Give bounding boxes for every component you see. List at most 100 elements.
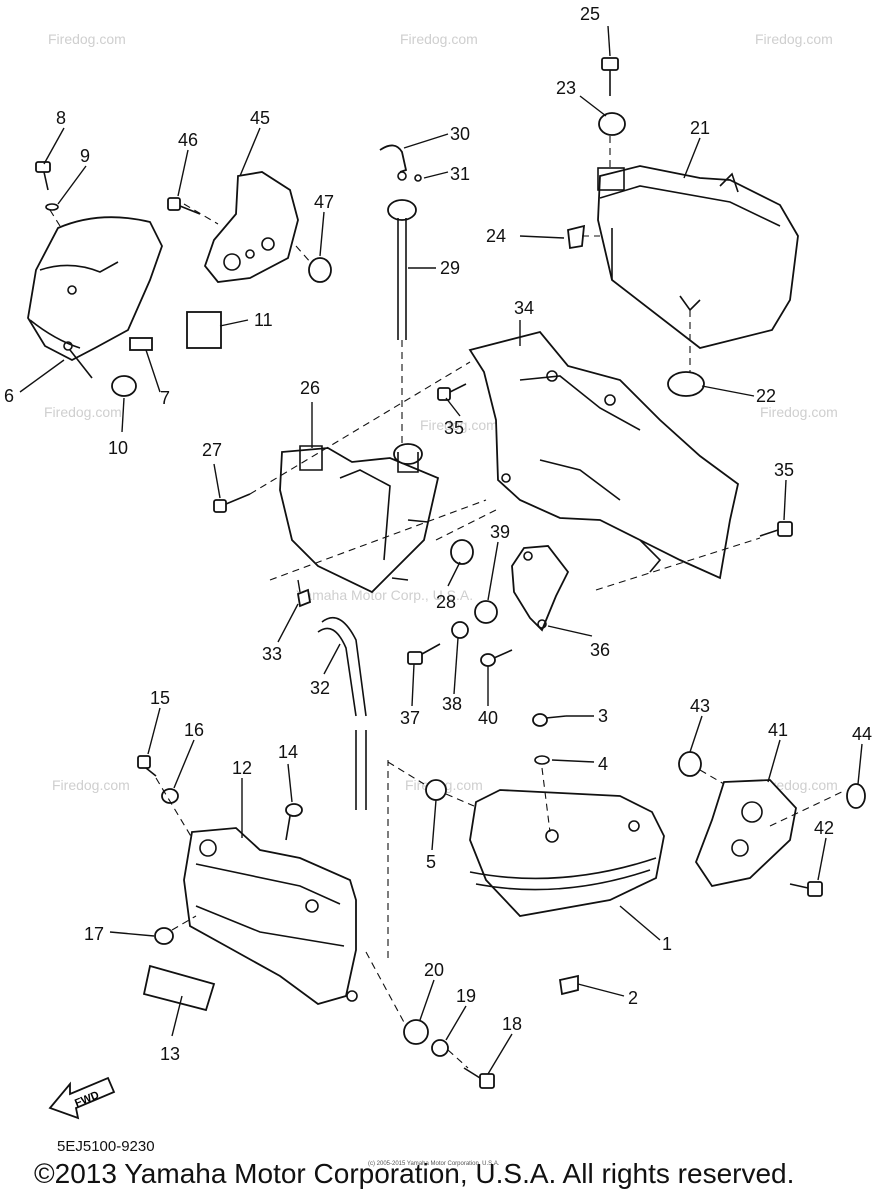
callout-number: 25 — [580, 4, 600, 24]
grommet-part-5 — [425, 779, 447, 801]
label-part-11 — [186, 311, 222, 349]
damper-part-28 — [450, 539, 474, 565]
callout-number: 21 — [690, 118, 710, 138]
callout-number: 23 — [556, 78, 576, 98]
assembly-lines — [49, 136, 847, 1069]
center-watermark: Yamaha Motor Corp., U.S.A. — [296, 587, 473, 603]
callout-number: 37 — [400, 708, 420, 728]
bracket-part-45 — [203, 171, 299, 283]
callout-number: 35 — [444, 418, 464, 438]
callout-number: 24 — [486, 226, 506, 246]
callout-numbers: 8 9 11 7 10 6 46 45 47 30 31 29 25 23 21… — [4, 4, 872, 1064]
hose-part-32 — [317, 617, 367, 810]
frame-bracket-part-34 — [468, 330, 740, 580]
callout-number: 17 — [84, 924, 104, 944]
callout-number: 19 — [456, 986, 476, 1006]
callout-number: 41 — [768, 720, 788, 740]
battery-box-part-21 — [597, 165, 799, 349]
nut-part-24 — [567, 224, 586, 250]
callout-number: 44 — [852, 724, 872, 744]
screw-part-3 — [532, 713, 567, 727]
callout-number: 5 — [426, 852, 436, 872]
label-part-13 — [142, 964, 216, 1012]
bolt-part-8 — [35, 161, 59, 211]
callout-number: 45 — [250, 108, 270, 128]
grommet-part-17 — [154, 927, 174, 945]
callout-number: 12 — [232, 758, 252, 778]
bolt-part-35-right — [759, 521, 793, 537]
bolt-part-42 — [789, 881, 823, 897]
copyright-footer: ©2013 Yamaha Motor Corporation, U.S.A. A… — [34, 1158, 795, 1189]
callout-number: 18 — [502, 1014, 522, 1034]
callout-number: 14 — [278, 742, 298, 762]
callout-number: 43 — [690, 696, 710, 716]
bolt-part-25 — [601, 57, 619, 96]
washer-part-4 — [534, 755, 550, 765]
plate-part-41 — [694, 779, 797, 888]
watermark-text: Firedog.com — [755, 31, 833, 47]
bolt-part-37 — [407, 643, 441, 665]
bolt-part-15 — [137, 755, 157, 777]
washer-part-44 — [846, 783, 866, 809]
callout-number: 9 — [80, 146, 90, 166]
collar-part-19 — [431, 1039, 449, 1057]
callout-number: 1 — [662, 934, 672, 954]
callout-number: 28 — [436, 592, 456, 612]
callout-number: 16 — [184, 720, 204, 740]
clip-part-33 — [296, 588, 312, 608]
bolt-part-18 — [463, 1067, 495, 1089]
bolt-part-27 — [213, 493, 251, 513]
callout-number: 20 — [424, 960, 444, 980]
damper-part-47 — [308, 257, 332, 283]
callout-number: 36 — [590, 640, 610, 660]
headlight-cover-part — [27, 216, 163, 379]
tiny-copyright-note: (c) 2005-2015 Yamaha Motor Corporation, … — [368, 1161, 500, 1167]
callout-number: 13 — [160, 1044, 180, 1064]
damper-part-20 — [403, 1019, 429, 1045]
bolt-part-35-upper — [437, 383, 467, 401]
callout-number: 33 — [262, 644, 282, 664]
label-part-2 — [558, 974, 579, 996]
callout-number: 42 — [814, 818, 834, 838]
callout-number: 26 — [300, 378, 320, 398]
forward-arrow-icon: FWD — [48, 1076, 116, 1120]
callout-number: 39 — [490, 522, 510, 542]
bracket-part-36 — [511, 545, 570, 632]
callout-number: 2 — [628, 988, 638, 1008]
callout-number: 38 — [442, 694, 462, 714]
callout-number: 7 — [160, 388, 170, 408]
watermark-text: Firedog.com — [400, 31, 478, 47]
callout-number: 31 — [450, 164, 470, 184]
callout-number: 34 — [514, 298, 534, 318]
callout-number: 27 — [202, 440, 222, 460]
label-part-7 — [129, 337, 153, 351]
damper-part-23 — [598, 112, 626, 136]
damper-part-43 — [678, 751, 702, 777]
diagram-code: 5EJ5100-9230 — [57, 1138, 155, 1155]
callout-number: 47 — [314, 192, 334, 212]
callout-number: 11 — [254, 310, 273, 330]
watermark-text: Firedog.com — [760, 404, 838, 420]
side-cover-part-12 — [183, 827, 358, 1005]
watermark-text: Firedog.com — [52, 777, 130, 793]
damper-part-39 — [474, 600, 498, 624]
callout-number: 29 — [440, 258, 460, 278]
breather-tube-parts — [379, 144, 422, 340]
callout-number: 8 — [56, 108, 66, 128]
callout-number: 3 — [598, 706, 608, 726]
callout-number: 40 — [478, 708, 498, 728]
watermark-text: Firedog.com — [420, 417, 498, 433]
callout-number: 46 — [178, 130, 198, 150]
grommet-part-22 — [667, 371, 705, 397]
leader-lines — [19, 25, 863, 1075]
watermark-text: Firedog.com — [44, 404, 122, 420]
grommet-part-16 — [161, 788, 179, 804]
callout-number: 32 — [310, 678, 330, 698]
callout-number: 10 — [108, 438, 128, 458]
watermarks: Firedog.com Firedog.com Firedog.com Fire… — [44, 31, 838, 793]
side-cover-part-1 — [469, 789, 665, 917]
screw-part-14 — [285, 803, 303, 841]
watermark-text: Firedog.com — [48, 31, 126, 47]
reservoir-tank-part-26 — [279, 443, 440, 594]
